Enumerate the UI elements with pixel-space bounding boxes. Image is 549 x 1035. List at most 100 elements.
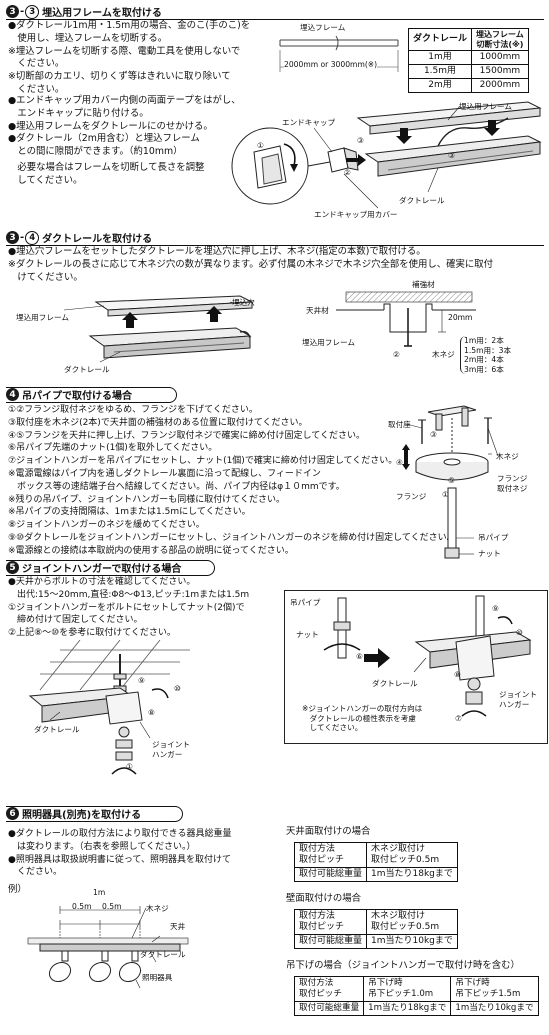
- instruction-line: ●ダクトレール（2m用含む）と埋込フレーム: [8, 133, 200, 145]
- ceiling-label: 天井材: [306, 306, 329, 315]
- step-marker: ②: [393, 350, 400, 359]
- instruction-line: ●ダクトレール1m用・1.5m用の場合、金のこ(手のこ)を: [8, 20, 251, 31]
- table-row: 1.5m用 1500mm: [407, 64, 529, 79]
- instruction-line: ⑨⑩ダクトレールをジョイントハンガーにセットし、ジョイントハンガーのネジを締め付…: [8, 532, 456, 543]
- endcap-assembly-illustration: [231, 101, 542, 209]
- section-3-4-header: 3 - 4 ダクトレールを取付ける: [6, 230, 152, 245]
- cell-line: 木ネジ取付け: [371, 911, 426, 921]
- table-row: 1m用 1000mm: [407, 50, 529, 65]
- cell-line: 取付ピッチ: [299, 922, 345, 932]
- s6-instructions: ●ダクトレールの取付方法により取付できる器具総重量 は変わります。（右表を参照し…: [8, 828, 232, 879]
- step-marker: ⑤: [448, 476, 455, 485]
- s3-instructions-2: ●エンドキャップ用カバー内側の両面テープをはがし、 エンドキャップに貼り付ける。…: [8, 95, 241, 188]
- endcap-cover-label: エンドキャップ用カバー: [314, 210, 398, 219]
- table-row: 2m用 2000mm: [407, 78, 529, 93]
- example-label: 例）: [8, 884, 27, 895]
- section-header-bar: [6, 387, 177, 403]
- note-line: ダクトレールの極性表示を考慮: [302, 713, 416, 723]
- table-cell: 取付方法取付ピッチ: [293, 909, 368, 935]
- cell-line: 取付ピッチ0.5m: [371, 922, 440, 932]
- instruction-line: けてください。: [8, 271, 83, 283]
- step-marker: ⑨: [138, 676, 145, 685]
- cut-size-table: ダクトレール 埋込フレーム 切断寸法(※) 1m用 1000mm 1.5m用 1…: [407, 28, 529, 93]
- instruction-line: ※電源電線はパイプ内を通しダクトレール裏面に沿って配線し、フィードイン: [8, 468, 321, 479]
- instruction-line: ください。: [8, 867, 63, 878]
- step-marker: ⑩: [516, 628, 523, 637]
- pipe-mount-illustration: [402, 405, 499, 559]
- table-header: ダクトレール: [407, 28, 473, 51]
- instruction-line: ※吊パイプの支持間隔は、1mまたは1.5mにしてください。: [8, 507, 251, 518]
- screw-label: 木ネジ: [496, 452, 519, 461]
- joint-hanger-illustration: [28, 640, 190, 775]
- section-divider: [6, 19, 544, 20]
- step-marker: ⑧: [454, 670, 461, 679]
- instruction-line: 必要な場合はフレームを切断して長さを調整: [8, 161, 205, 173]
- instruction-line: ●天井からボルトの寸法を確認してください。: [8, 577, 196, 587]
- cell-line: 取付方法: [299, 978, 334, 988]
- table-row: 取付可能総重量 1m当たり10kgまで: [293, 934, 458, 949]
- s34-instructions: ●埋込穴フレームをセットしたダクトレールを埋込穴に押し上げ、木ネジ(指定の本数)…: [8, 246, 493, 284]
- screw-count: 3m用：6本: [464, 364, 504, 374]
- step-marker: ④: [396, 458, 403, 467]
- fixture-example-illustration: [27, 906, 189, 989]
- table-row: 取付方法取付ピッチ 木ネジ取付け取付ピッチ0.5m: [293, 909, 458, 935]
- instruction-line: 使用し、埋込フレームを切断する。: [8, 32, 168, 44]
- table-cell: 取付方法取付ピッチ: [293, 842, 368, 868]
- table-cell: 1m当たり10kgまで: [450, 1001, 539, 1016]
- frame-length-label: 2000mm or 3000mm(※): [284, 60, 378, 70]
- table-cell: 1.5m用: [407, 64, 473, 79]
- label-line: フランジ: [497, 474, 528, 483]
- note-line: してください。: [302, 723, 363, 732]
- note-line: ※ジョイントハンガーの取付方向は: [302, 704, 423, 713]
- section-title: ダクトレールを取付ける: [42, 234, 153, 245]
- pipe-label: 吊パイプ: [478, 533, 509, 542]
- step-marker: ③: [430, 430, 437, 439]
- table-cell: 1500mm: [471, 64, 529, 79]
- s3-instructions: ●ダクトレール1m用・1.5m用の場合、金のこ(手のこ)を 使用し、埋込フレーム…: [8, 20, 250, 97]
- step-marker: ⑧: [148, 708, 155, 717]
- duct-pushup-illustration: [63, 295, 254, 363]
- wall-mount-table: 取付方法取付ピッチ 木ネジ取付け取付ピッチ0.5m 取付可能総重量 1m当たり1…: [293, 909, 458, 949]
- frame-label: 埋込用フレーム: [16, 313, 69, 322]
- instruction-line: ●エンドキャップ用カバー内側の両面テープをはがし、: [8, 95, 241, 106]
- table-cell: 1m当たり10kgまで: [366, 934, 458, 949]
- instruction-line: してください。: [8, 174, 83, 186]
- joint-hanger-detail-box: [284, 590, 548, 744]
- mount-label: 取付座: [388, 420, 411, 429]
- flange-label: フランジ: [396, 492, 427, 501]
- step-marker: ①: [257, 141, 264, 150]
- instruction-line: は変わります。（右表を参照してください。）: [8, 841, 196, 852]
- step-marker: ⑦: [455, 714, 462, 723]
- step-marker: ①: [126, 762, 133, 771]
- table-cell: 1m当たり18kgまで: [363, 1001, 452, 1016]
- table-header: 埋込フレーム 切断寸法(※): [471, 28, 529, 51]
- step-marker: ⑩: [174, 684, 181, 693]
- table-cell: 1m当たり18kgまで: [366, 867, 458, 882]
- pipe-label: 吊パイプ: [290, 598, 321, 607]
- table-cell: 取付方法取付ピッチ: [293, 976, 365, 1002]
- duct-rail-label: ダクトレール: [140, 950, 186, 959]
- nut-label: ナット: [478, 549, 501, 558]
- dash: -: [20, 6, 25, 17]
- cell-line: 吊下げ時: [368, 978, 403, 988]
- duct-rail-label: ダクトレール: [34, 725, 80, 734]
- instruction-line: ●埋込用フレームをダクトレールにのせかける。: [8, 120, 213, 132]
- screw-count-list: 1m用：2本 1.5m用：3本 2m用：4本 3m用：6本: [460, 336, 511, 374]
- frame-label: 埋込フレーム: [300, 23, 346, 32]
- step-marker: ⑨: [492, 604, 499, 613]
- cell-line: 吊下ピッチ1.5m: [455, 989, 521, 999]
- ceiling-mount-table: 取付方法取付ピッチ 木ネジ取付け取付ピッチ0.5m 取付可能総重量 1m当たり1…: [293, 842, 458, 882]
- section-title: 埋込用フレームを取付ける: [42, 8, 162, 19]
- section-divider: [6, 245, 544, 246]
- endcap-label: エンドキャップ: [282, 118, 336, 127]
- instruction-line: ⑥吊パイプ先端のナット(1個)を取外してください。: [8, 443, 218, 454]
- instruction-line: ください。: [8, 58, 65, 70]
- instruction-line: 出代:15～20mm,直径:Φ8～Φ13,ピッチ:1mまたは1.5m: [8, 589, 250, 600]
- duct-rail-label: ダクトレール: [64, 365, 110, 374]
- instruction-line: との間に隙間ができます。（約10mm）: [8, 146, 183, 158]
- cell-line: 取付方法: [299, 844, 336, 854]
- table-cell: 2000mm: [471, 78, 529, 93]
- step-marker: ⑥: [356, 652, 363, 661]
- hole-label: 埋込穴: [232, 298, 255, 307]
- section-title: 照明器具(別売)を取付ける: [22, 810, 142, 821]
